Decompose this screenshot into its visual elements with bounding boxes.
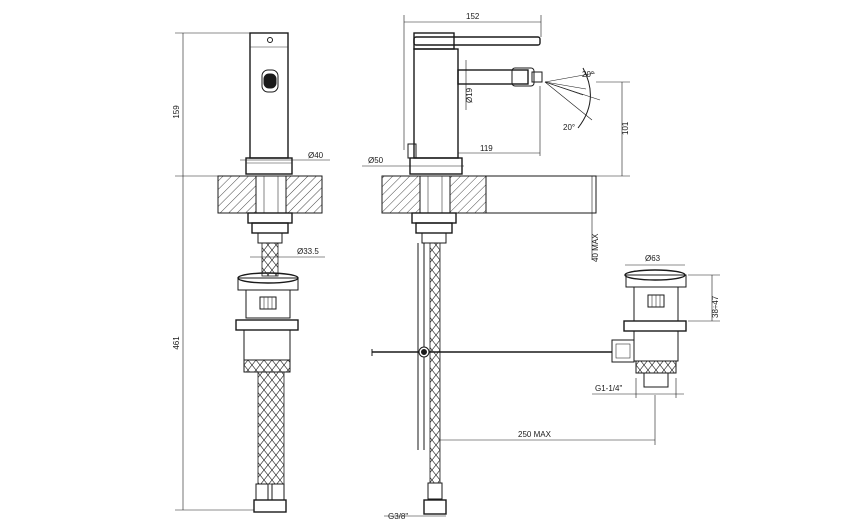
side-view: 20° 20° 152 Ø19 <box>362 12 656 521</box>
dim-d19-label: Ø19 <box>465 87 474 103</box>
dim-g1-1-4-label: G1-1/4" <box>595 384 622 393</box>
angle-20-top-label: 20° <box>582 70 594 79</box>
side-spray-nozzle <box>531 71 543 83</box>
front-braided-hose-lower <box>257 371 285 485</box>
dim-250max-label: 250 MAX <box>518 430 552 439</box>
side-braided-hose <box>429 242 441 484</box>
side-spout <box>457 69 529 85</box>
front-waste-flange <box>235 319 299 331</box>
dim-40max-label: 40 MAX <box>591 233 600 262</box>
side-hose-end-fitting <box>423 499 447 515</box>
waste-rod-connector <box>611 339 635 363</box>
front-base-ring <box>245 157 293 175</box>
angle-20-bottom-label: 20° <box>563 123 575 132</box>
dim-119-label: 119 <box>480 144 493 153</box>
dim-159-label: 159 <box>172 105 181 119</box>
front-view: 159 461 Ø40 Ø33.5 <box>172 32 330 513</box>
side-mixer-body <box>413 48 459 159</box>
dim-101-label: 101 <box>621 121 630 135</box>
dim-g3-8-label: G3/8" <box>388 512 408 521</box>
dim-152-label: 152 <box>466 12 480 21</box>
front-mixer-body <box>249 32 289 159</box>
waste-thread <box>635 360 677 374</box>
dim-38-47-label: 38÷47 <box>711 295 720 318</box>
dim-d63-label: Ø63 <box>645 254 661 263</box>
dim-461-label: 461 <box>172 336 181 350</box>
side-fixing-nut <box>411 212 457 224</box>
dim-d33-5-label: Ø33.5 <box>297 247 319 256</box>
front-hose-end-fittings <box>253 499 287 513</box>
side-handle-lever <box>413 36 541 46</box>
front-braided-hose-upper <box>261 242 279 277</box>
popup-waste-view: Ø63 38÷47 G1-1/4" <box>592 254 720 398</box>
front-fixing-nut <box>247 212 293 224</box>
front-handle-screw <box>267 37 273 43</box>
dim-d40-label: Ø40 <box>308 151 324 160</box>
dim-d50-label: Ø50 <box>368 156 384 165</box>
waste-flange <box>623 320 687 332</box>
